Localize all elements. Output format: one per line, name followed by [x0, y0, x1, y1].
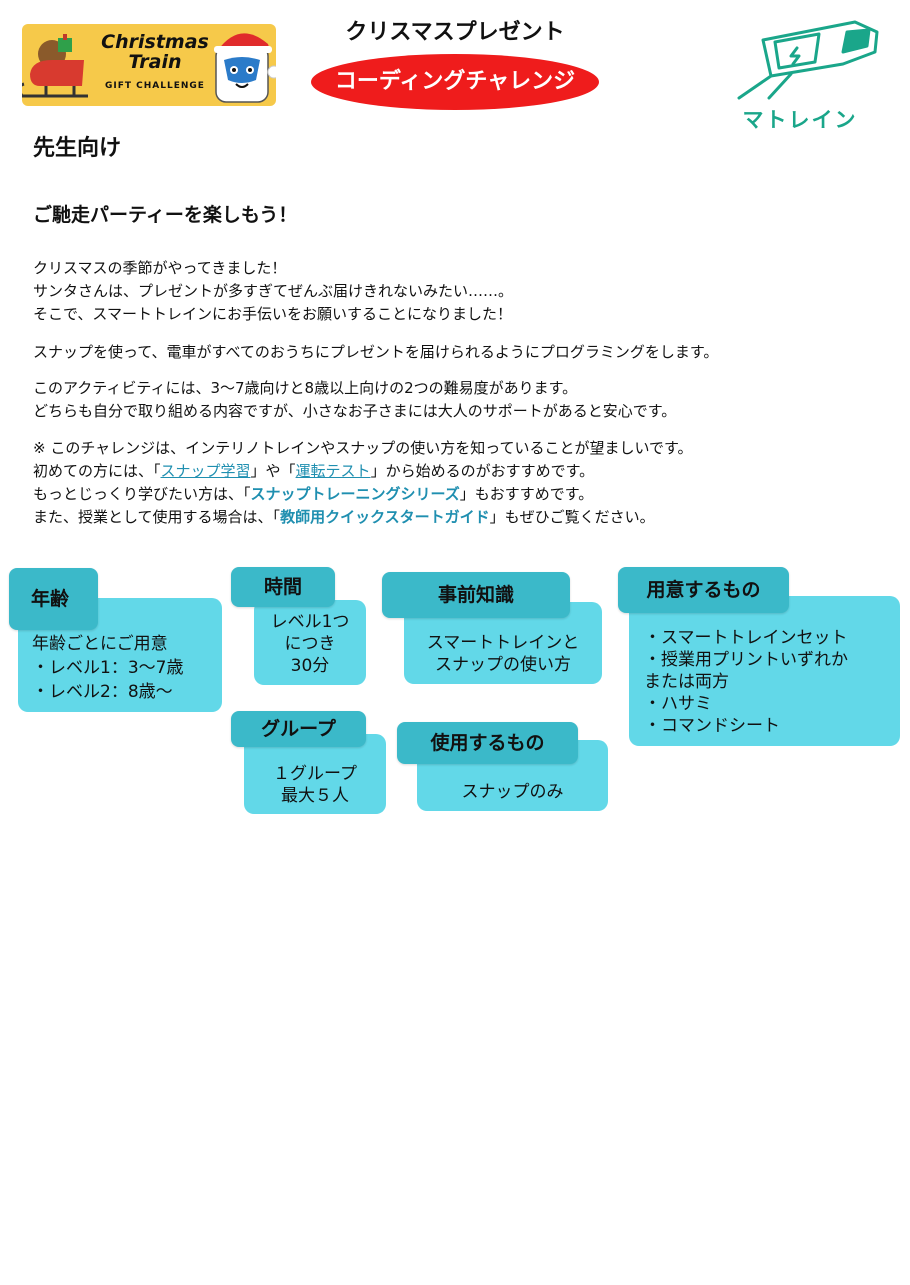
levels-paragraph: このアクティビティには、3〜7歳向けと8歳以上向けの2つの難易度があります。 ど…	[33, 377, 883, 423]
note-text: 」もぜひご覧ください。	[489, 508, 655, 526]
intro-line: サンタさんは、プレゼントが多すぎてぜんぶ届けきれないみたい……。	[33, 282, 514, 300]
brand-name: マトレイン	[742, 108, 858, 132]
materials-line: ・ハサミ	[644, 694, 712, 714]
time-line: 30分	[290, 656, 330, 676]
materials-line: ・スマートトレインセット	[644, 628, 848, 648]
intro-line: クリスマスの季節がやってきました！	[33, 259, 287, 277]
knowledge-line: スナップの使い方	[435, 655, 571, 675]
materials-line: または両方	[644, 672, 729, 692]
age-line: ・レベル2：8歳〜	[32, 682, 173, 702]
usage-line: スナップのみ	[461, 782, 564, 802]
note-line: また、授業として使用する場合は、「教師用クイックスタートガイド」もぜひご覧くださ…	[33, 506, 883, 529]
train-head-icon	[737, 20, 879, 100]
logo-line-christmas: Christmas	[101, 31, 209, 53]
note-text: 」や「	[250, 462, 296, 480]
materials-line: ・コマンドシート	[644, 716, 780, 736]
age-line: 年齢ごとにご用意	[32, 634, 168, 654]
note-text: 」から始めるのがおすすめです。	[370, 462, 595, 480]
page-title: クリスマスプレゼント	[345, 20, 565, 45]
knowledge-line: スマートトレインと	[426, 633, 580, 653]
usage-card-title: 使用するもの	[397, 722, 578, 764]
group-line: 最大５人	[281, 786, 349, 806]
group-card	[244, 734, 386, 814]
materials-card-content: ・スマートトレインセット ・授業用プリントいずれか または両方 ・ハサミ ・コマ…	[644, 627, 894, 737]
sleigh-icon	[22, 34, 88, 98]
levels-line: どちらも自分で取り組める内容ですが、小さなお子さまには大人のサポートがあると安心…	[33, 402, 677, 420]
time-line: につき	[284, 634, 336, 654]
materials-card	[629, 596, 900, 746]
time-card-content: レベル1つ につき 30分	[254, 611, 366, 677]
materials-card-title: 用意するもの	[618, 567, 789, 613]
time-line: レベル1つ	[270, 612, 350, 632]
age-line: ・レベル1：3〜7歳	[32, 658, 184, 678]
group-line: １グループ	[273, 764, 357, 784]
logo-line-gift-challenge: GIFT CHALLENGE	[105, 81, 205, 91]
challenge-badge: コーディングチャレンジ	[311, 54, 599, 110]
driving-test-link[interactable]: 運転テスト	[295, 462, 371, 480]
description-line: スナップを使って、電車がすべてのおうちにプレゼントを届けられるようにプログラミン…	[33, 343, 719, 361]
section-heading: ご馳走パーティーを楽しもう！	[33, 204, 298, 226]
brand-logo	[735, 12, 885, 132]
snap-learning-link[interactable]: スナップ学習	[160, 462, 251, 480]
levels-line: このアクティビティには、3〜7歳向けと8歳以上向けの2つの難易度があります。	[33, 379, 578, 397]
intro-paragraph: クリスマスの季節がやってきました！ サンタさんは、プレゼントが多すぎてぜんぶ届け…	[33, 257, 883, 326]
group-card-title: グループ	[231, 711, 366, 747]
knowledge-card-content: スマートトレインと スナップの使い方	[404, 632, 602, 676]
intro-line: そこで、スマートトレインにお手伝いをお願いすることになりました！	[33, 305, 512, 323]
audience-label: 先生向け	[33, 136, 122, 161]
note-text: 初めての方には、「	[33, 462, 161, 480]
group-card-content: １グループ 最大５人	[244, 763, 386, 807]
teacher-quickstart-link[interactable]: 教師用クイックスタートガイド	[280, 508, 490, 526]
snap-training-series-link[interactable]: スナップトレーニングシリーズ	[250, 485, 460, 503]
note-line: もっとじっくり学びたい方は、「スナップトレーニングシリーズ」もおすすめです。	[33, 483, 883, 506]
logo-wordmark: Christmas Train GIFT CHALLENGE	[90, 32, 220, 96]
note-line: ※ このチャレンジは、インテリノトレインやスナップの使い方を知っていることが望ま…	[33, 439, 693, 457]
age-card-content: 年齢ごとにご用意 ・レベル1：3〜7歳 ・レベル2：8歳〜	[32, 633, 217, 703]
time-card	[254, 600, 366, 685]
logo-line-train: Train	[128, 51, 182, 73]
usage-card-content: スナップのみ	[417, 781, 608, 803]
materials-line: ・授業用プリントいずれか	[644, 650, 848, 670]
note-line: 初めての方には、「スナップ学習」や「運転テスト」から始めるのがおすすめです。	[33, 460, 883, 483]
christmas-train-logo: Christmas Train GIFT CHALLENGE	[22, 24, 276, 106]
time-card-title: 時間	[231, 567, 335, 607]
description-paragraph: スナップを使って、電車がすべてのおうちにプレゼントを届けられるようにプログラミン…	[33, 341, 883, 364]
age-card-title: 年齢	[9, 568, 98, 630]
note-paragraph: ※ このチャレンジは、インテリノトレインやスナップの使い方を知っていることが望ま…	[33, 437, 883, 529]
note-text: 」もおすすめです。	[459, 485, 594, 503]
train-mascot-icon	[214, 33, 276, 103]
note-text: また、授業として使用する場合は、「	[33, 508, 281, 526]
knowledge-card-title: 事前知識	[382, 572, 570, 618]
note-text: もっとじっくり学びたい方は、「	[33, 485, 251, 503]
